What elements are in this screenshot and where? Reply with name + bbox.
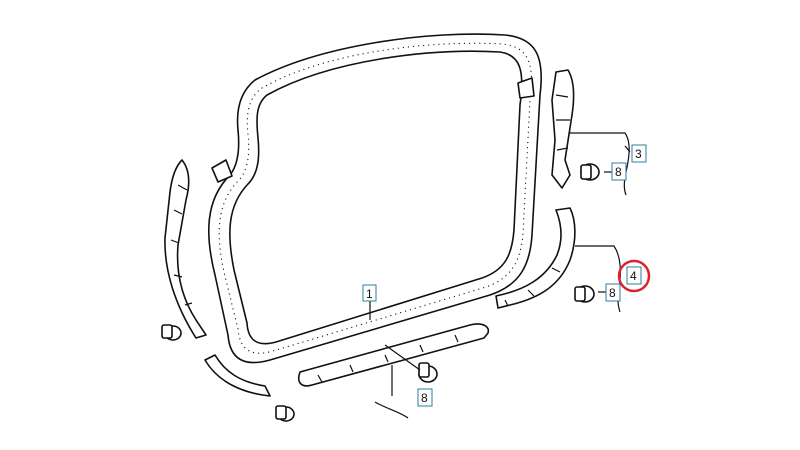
callout-1: 1: [362, 284, 377, 302]
push-in-clip-icon: [580, 163, 600, 181]
callout-3: 3: [631, 144, 647, 163]
push-in-clip-icon: [418, 362, 438, 383]
callout-label: 3: [635, 147, 642, 161]
callout-label: 8: [609, 286, 616, 300]
callout-8-lower: 8: [417, 388, 433, 407]
left-trim-strip: [164, 159, 207, 339]
callout-label: 4: [630, 269, 637, 283]
rocker-strip: [297, 323, 490, 387]
highlight-circle: [617, 259, 651, 293]
lower-guide-strip: [495, 207, 576, 309]
push-in-clip-icon: [574, 285, 595, 303]
callout-label: 8: [421, 391, 428, 405]
callout-8-middle: 8: [605, 283, 621, 302]
push-in-clip-icon: [161, 324, 182, 341]
callout-8-upper: 8: [611, 162, 627, 181]
bottom-left-strip: [204, 354, 271, 397]
callout-label: 8: [615, 165, 622, 179]
callout-4-highlighted: 4: [617, 259, 651, 293]
upper-guide-strip: [551, 69, 575, 189]
door-seal: [207, 33, 542, 364]
push-in-clip-icon: [275, 405, 295, 422]
callout-label: 1: [366, 287, 373, 301]
